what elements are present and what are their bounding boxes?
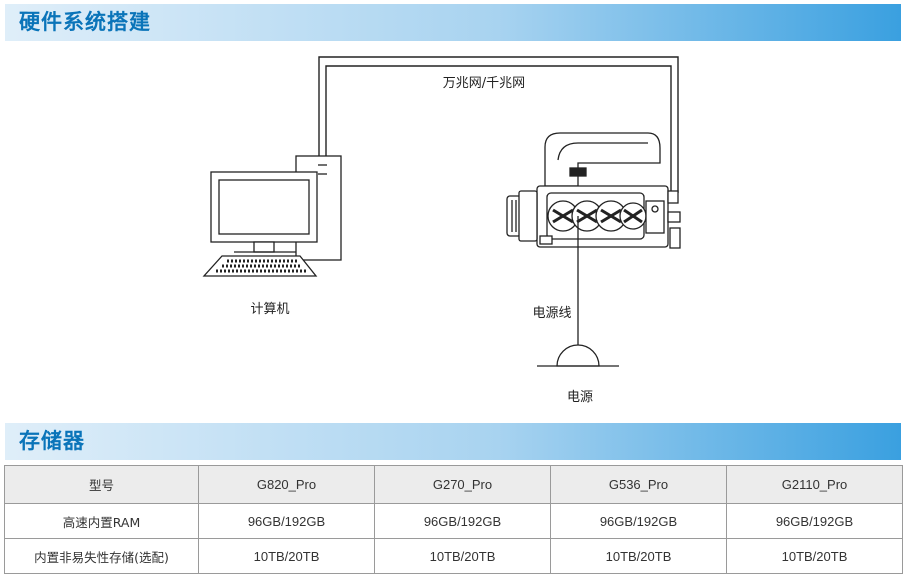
table-header-row: 型号 G820_Pro G270_Pro G536_Pro G2110_Pro [4, 465, 903, 504]
section-header-storage: 存储器 [5, 423, 901, 460]
header-cell: G536_Pro [550, 465, 727, 504]
header-cell: G820_Pro [198, 465, 375, 504]
row-label: 高速内置RAM [4, 503, 199, 539]
storage-spec-table: 型号 G820_Pro G270_Pro G536_Pro G2110_Pro … [4, 465, 903, 574]
table-cell: 96GB/192GB [550, 503, 727, 539]
computer-label: 计算机 [250, 302, 289, 317]
table-row: 高速内置RAM 96GB/192GB 96GB/192GB 96GB/192GB… [4, 503, 903, 539]
row-label: 内置非易失性存储(选配) [4, 538, 199, 574]
power-source-label: 电源 [567, 390, 593, 405]
table-cell: 10TB/20TB [374, 538, 551, 574]
network-label: 万兆网/千兆网 [443, 76, 525, 91]
header-cell-model: 型号 [4, 465, 199, 504]
section-title: 硬件系统搭建 [19, 9, 151, 34]
table-cell: 96GB/192GB [198, 503, 375, 539]
table-row: 内置非易失性存储(选配) 10TB/20TB 10TB/20TB 10TB/20… [4, 538, 903, 574]
section-title: 存储器 [19, 428, 85, 453]
power-cable-label: 电源线 [532, 306, 571, 321]
header-cell: G2110_Pro [726, 465, 903, 504]
table-cell: 10TB/20TB [550, 538, 727, 574]
network-cable [318, 56, 679, 193]
table-cell: 96GB/192GB [374, 503, 551, 539]
table-cell: 10TB/20TB [726, 538, 903, 574]
computer-icon [202, 155, 342, 277]
table-cell: 96GB/192GB [726, 503, 903, 539]
section-header-hardware: 硬件系统搭建 [5, 4, 901, 41]
table-cell: 10TB/20TB [198, 538, 375, 574]
camera-icon [506, 132, 681, 249]
power-source-icon [537, 344, 619, 367]
hardware-diagram: 万兆网/千兆网 计算机 [202, 56, 681, 405]
header-cell: G270_Pro [374, 465, 551, 504]
